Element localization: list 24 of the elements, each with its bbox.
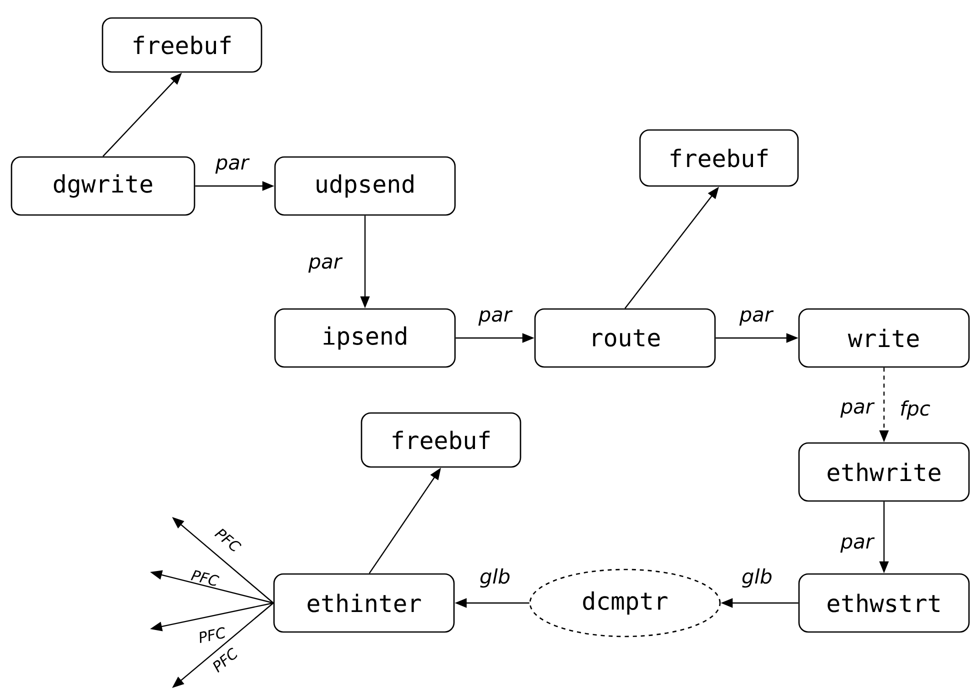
function-box: freebuf — [360, 412, 522, 468]
edge-label: par — [478, 310, 513, 326]
edge-label: par — [840, 402, 875, 418]
annotation-text: fpc — [901, 400, 930, 420]
function-box: freebuf — [639, 129, 799, 187]
function-box: route — [534, 308, 716, 368]
edge-label: PFC — [190, 570, 220, 586]
edge-label: PFC — [200, 627, 225, 643]
function-box: ethinter — [273, 573, 455, 633]
function-box: freebuf — [102, 17, 262, 73]
function-box: ipsend — [274, 308, 456, 368]
edge-label: par — [840, 537, 875, 553]
function-box: ethwstrt — [798, 573, 970, 633]
edge-label: par — [308, 257, 343, 273]
function-box: write — [798, 308, 970, 368]
function-box: ethwrite — [798, 442, 970, 502]
edge-label: glb — [742, 568, 772, 588]
function-box: udpsend — [274, 156, 456, 216]
edge-label: PFC — [214, 528, 242, 552]
edge-label: par — [215, 158, 250, 174]
edge-label: par — [739, 310, 774, 326]
dashed-ellipse-node: dcmptr — [529, 568, 721, 638]
function-box: dgwrite — [10, 156, 196, 216]
edge-label: glb — [480, 568, 510, 588]
